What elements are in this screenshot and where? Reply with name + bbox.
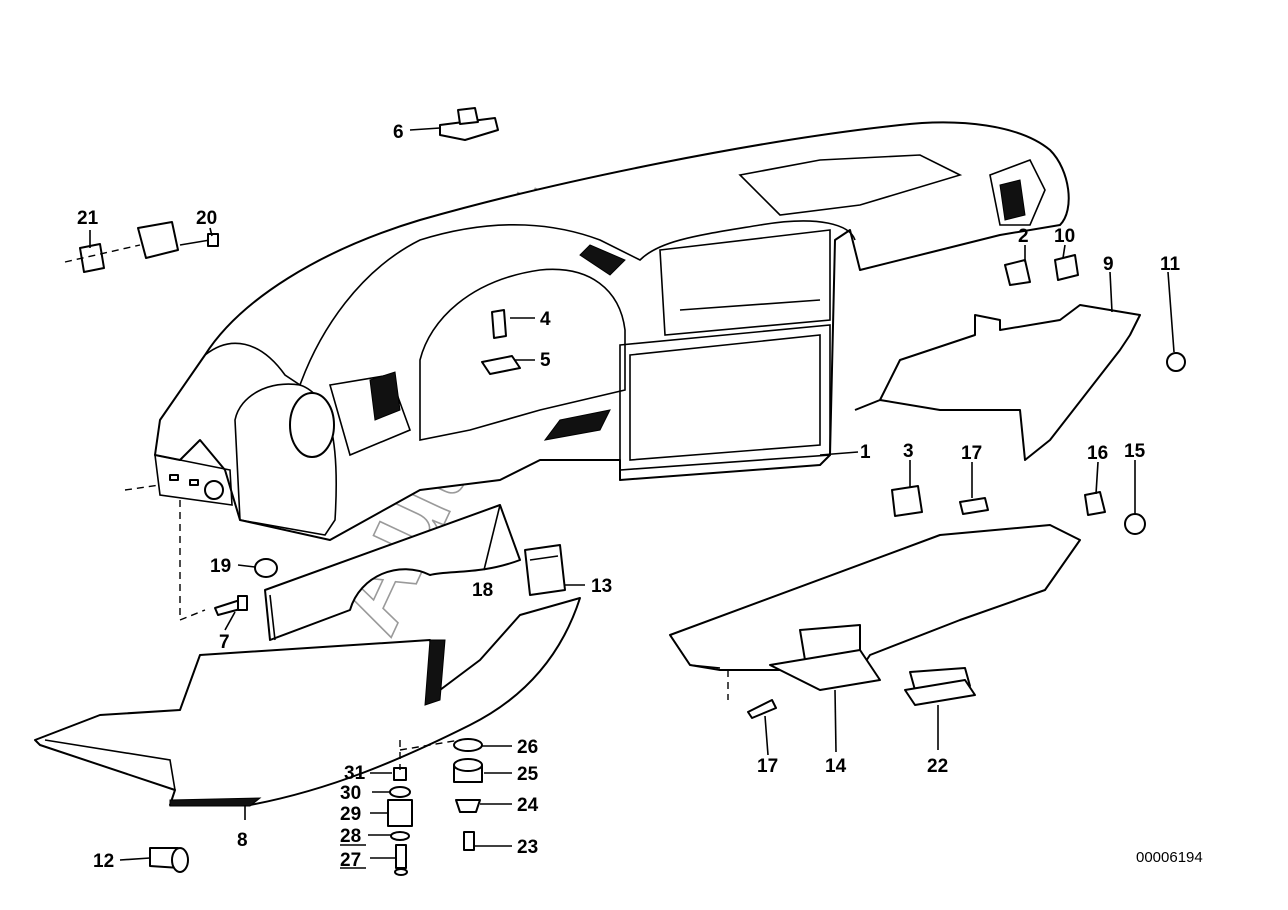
- screw-and-nut-parts: [481, 309, 521, 375]
- callout-26: 26: [517, 737, 538, 758]
- callout-10: 10: [1054, 226, 1075, 247]
- callout-12: 12: [93, 851, 114, 872]
- callout-31: 31: [344, 763, 366, 784]
- callout-8: 8: [237, 830, 248, 851]
- callout-1: 1: [860, 442, 871, 463]
- callout-17-upper: 17: [961, 443, 982, 464]
- bracket-part-13: [524, 544, 566, 596]
- callout-5: 5: [540, 350, 551, 371]
- callout-7: 7: [219, 632, 230, 653]
- knee-panel-part: [34, 597, 581, 807]
- callout-4: 4: [540, 309, 551, 330]
- callout-2: 2: [1018, 226, 1029, 247]
- lower-fastener-parts: [149, 699, 777, 876]
- callout-29: 29: [340, 804, 361, 825]
- spacer-bush-part: [254, 558, 278, 578]
- callout-24: 24: [517, 795, 539, 816]
- lower-trim-panel-part: [264, 504, 521, 641]
- screw-part-7: [214, 595, 248, 616]
- callout-19: 19: [210, 556, 231, 577]
- clip-nut-part: [439, 107, 499, 141]
- callout-11: 11: [1160, 254, 1181, 275]
- reference-number: 00006194: [1136, 849, 1203, 866]
- callout-13: 13: [591, 576, 612, 597]
- callout-3: 3: [903, 441, 914, 462]
- callout-18: 18: [472, 580, 493, 601]
- fastener-clip-parts: [79, 221, 219, 273]
- callout-15: 15: [1124, 441, 1146, 462]
- callout-25: 25: [517, 764, 539, 785]
- leader-lines: [89, 127, 1175, 861]
- callout-20: 20: [196, 208, 217, 229]
- callout-22: 22: [927, 756, 948, 777]
- callout-28: 28: [340, 826, 361, 847]
- callout-30: 30: [340, 783, 361, 804]
- callout-27: 27: [340, 850, 361, 871]
- callout-labels: 1 2 3 4 5 6 7 8 9 10 11 12 13 14 15 16 1…: [77, 122, 1181, 872]
- assembly-lines: [64, 244, 729, 770]
- pad-part: [904, 679, 976, 706]
- callout-14: 14: [825, 756, 847, 777]
- dashboard-panel-part: [154, 121, 1070, 541]
- callout-21: 21: [77, 208, 99, 229]
- callout-16: 16: [1087, 443, 1108, 464]
- callout-17-lower: 17: [757, 756, 778, 777]
- small-fittings-right: [891, 485, 1146, 535]
- side-cover-part: [854, 254, 1186, 461]
- storage-tray-part: [669, 524, 1081, 691]
- callout-23: 23: [517, 837, 538, 858]
- callout-6: 6: [393, 122, 404, 143]
- callout-9: 9: [1103, 254, 1114, 275]
